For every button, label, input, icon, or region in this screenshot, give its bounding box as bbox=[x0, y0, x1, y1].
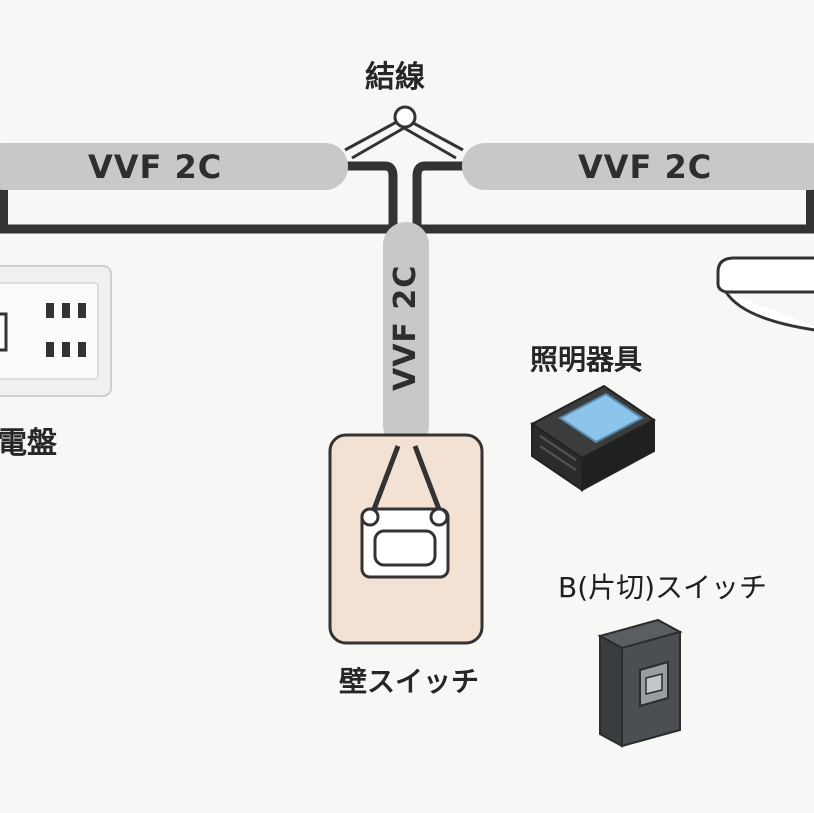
cable-right bbox=[462, 143, 814, 190]
cable-vertical bbox=[383, 222, 429, 448]
wall-switch bbox=[328, 433, 484, 645]
light-fixture-label: 照明器具 bbox=[530, 343, 643, 376]
junction-label: 結線 bbox=[365, 60, 425, 95]
light-fixture-device bbox=[530, 384, 656, 492]
cable-left bbox=[0, 143, 348, 190]
panel-label: 電盤 bbox=[0, 426, 57, 461]
single-pole-switch-label: B(片切)スイッチ bbox=[558, 571, 768, 604]
single-pole-switch-device bbox=[597, 618, 683, 748]
ceiling-fixture bbox=[716, 256, 814, 332]
junction-wires bbox=[335, 161, 475, 237]
cable-right-label: VVF 2C bbox=[578, 148, 713, 186]
panel-box bbox=[0, 265, 112, 397]
junction-connector bbox=[344, 105, 464, 160]
cable-vertical-label: VVF 2C bbox=[388, 264, 423, 391]
cable-left-label: VVF 2C bbox=[88, 148, 223, 186]
wall-switch-label: 壁スイッチ bbox=[339, 665, 480, 698]
